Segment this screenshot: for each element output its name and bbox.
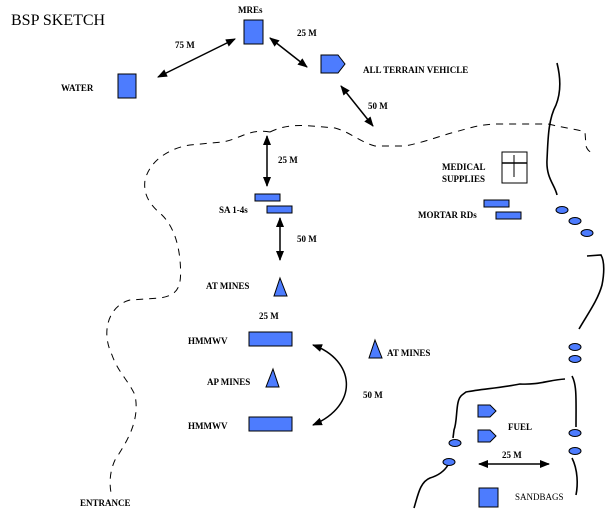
vehicle-icon xyxy=(320,54,346,74)
ammo-bar-icon xyxy=(483,199,510,208)
at-mines-item-1: AT MINES xyxy=(206,276,288,297)
ap-mines-item: AP MINES xyxy=(207,367,280,388)
fuel-item: FUEL xyxy=(477,404,532,443)
hmmwv-label-2: HMMWV xyxy=(188,421,228,431)
mortar-label: MORTAR RDs xyxy=(418,210,477,220)
hmmwv-item-1: HMMWV xyxy=(188,331,293,347)
obstacle-marker xyxy=(448,439,462,447)
distance-label-mres-atv: 25 M xyxy=(297,28,317,38)
boundary-line-south-upper xyxy=(452,378,566,439)
sandbags-item: SANDBAGS xyxy=(478,487,564,508)
square-icon xyxy=(478,487,499,508)
triangle-icon xyxy=(265,367,280,388)
sandbags-label: SANDBAGS xyxy=(515,492,564,502)
distance-label-fuel: 25 M xyxy=(502,450,522,460)
obstacle-marker xyxy=(568,217,582,225)
ap-mines-label: AP MINES xyxy=(207,377,250,387)
perimeter-dashed-line xyxy=(106,130,271,498)
boundary-line-east-upper xyxy=(546,62,561,196)
medical-supplies-item: MEDICAL SUPPLIES xyxy=(442,151,528,184)
obstacle-marker xyxy=(580,229,594,237)
triangle-icon xyxy=(368,338,383,359)
at-mines-label-2: AT MINES xyxy=(387,348,430,358)
vehicle-rect-icon xyxy=(248,416,293,432)
distance-label-atmines-hmmwv: 25 M xyxy=(259,311,279,321)
mres-label: MREs xyxy=(238,5,263,15)
obstacle-marker xyxy=(555,206,569,214)
sa-ammo-item: SA 1-4s xyxy=(219,193,293,215)
mres-item: MREs xyxy=(238,5,264,45)
vehicle-rect-icon xyxy=(248,331,293,347)
sa-label: SA 1-4s xyxy=(219,205,248,215)
boundary-line-east-lower xyxy=(571,375,577,428)
atv-label: ALL TERRAIN VEHICLE xyxy=(363,65,468,75)
triangle-icon xyxy=(273,276,288,297)
water-item: WATER xyxy=(61,73,137,99)
diagram-title: BSP SKETCH xyxy=(11,12,106,29)
medical-label-line1: MEDICAL xyxy=(442,162,486,172)
distance-label-sa-atmines: 50 M xyxy=(297,234,317,244)
distance-arrow-atv-perimeter xyxy=(340,85,374,127)
boundary-line-south-lower xyxy=(413,464,449,509)
medical-label-line2: SUPPLIES xyxy=(442,174,485,184)
square-icon xyxy=(117,73,137,99)
water-label: WATER xyxy=(61,83,94,93)
ammo-bar-icon xyxy=(254,193,281,202)
boundary-line-east-middle xyxy=(578,254,605,330)
mortar-rounds-item: MORTAR RDs xyxy=(418,199,522,220)
perimeter-dashed-line-north xyxy=(269,123,596,154)
fuel-icon xyxy=(477,404,497,418)
square-icon xyxy=(243,19,264,45)
distance-label-atv-perimeter: 50 M xyxy=(368,101,388,111)
obstacle-marker xyxy=(568,355,582,363)
atv-item: ALL TERRAIN VEHICLE xyxy=(320,54,468,75)
fuel-label: FUEL xyxy=(508,422,532,432)
distance-arrow-water-mres xyxy=(157,38,236,78)
boundary-line-east-bottom xyxy=(571,457,578,496)
distance-arrow-mres-atv xyxy=(269,37,308,68)
hmmwv-label-1: HMMWV xyxy=(188,336,228,346)
distance-label-perimeter-sa: 25 M xyxy=(278,155,298,165)
hmmwv-item-2: HMMWV xyxy=(188,416,293,432)
obstacle-marker xyxy=(568,429,582,437)
obstacle-marker xyxy=(568,343,582,351)
distance-arrow-hmmwv-hmmwv xyxy=(312,344,348,426)
at-mines-item-2: AT MINES xyxy=(368,338,430,359)
ammo-bar-icon xyxy=(495,211,522,220)
obstacle-marker xyxy=(442,458,456,466)
entrance-label: ENTRANCE xyxy=(80,498,131,508)
distance-label-water-mres: 75 M xyxy=(175,40,195,50)
at-mines-label-1: AT MINES xyxy=(206,281,249,291)
distance-label-hmmwv-hmmwv: 50 M xyxy=(363,390,383,400)
ammo-bar-icon xyxy=(266,205,293,214)
fuel-icon xyxy=(477,429,497,443)
obstacle-markers xyxy=(442,206,594,466)
obstacle-marker xyxy=(568,447,582,455)
